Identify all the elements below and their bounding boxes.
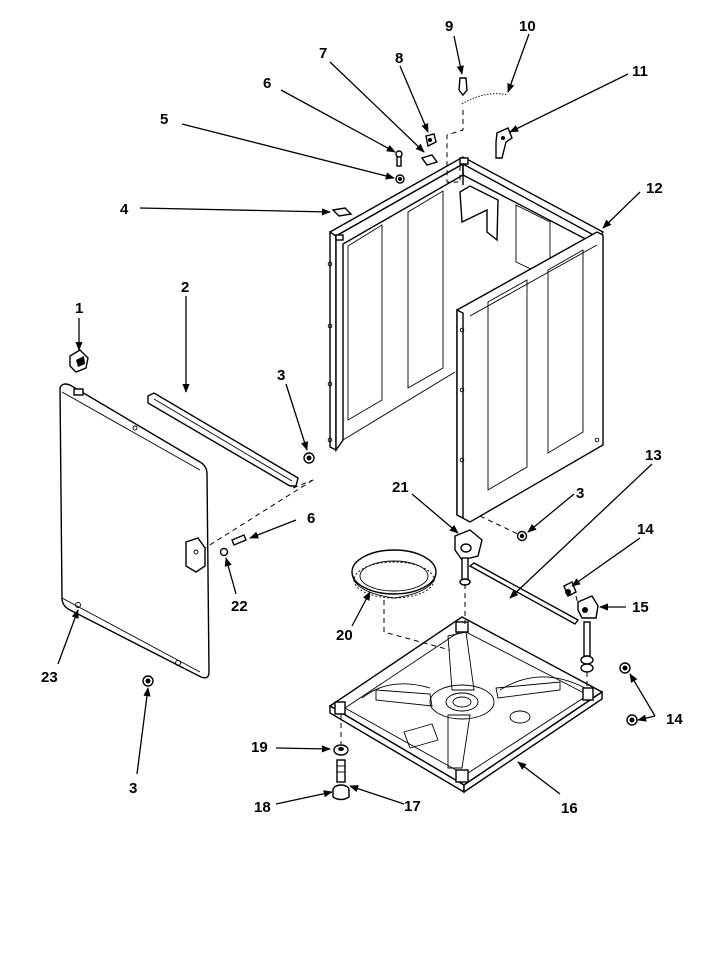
- callout-23: 23: [41, 669, 58, 686]
- callout-20: 20: [336, 627, 353, 644]
- cabinet-shell: [327, 156, 605, 523]
- rod-part-13: [468, 562, 580, 625]
- callout-labels: 1 2 3 4 5 6 7 8 9 10 11 12 13 21 3 6 14 …: [41, 18, 683, 817]
- callout-11: 11: [632, 63, 648, 80]
- callout-19: 19: [251, 739, 268, 756]
- callout-6-top: 6: [263, 75, 271, 92]
- callout-1: 1: [75, 300, 83, 317]
- hinge-clip-part-1: [69, 349, 89, 373]
- screw-part-8: [425, 133, 437, 148]
- washer-part-22: [219, 547, 229, 557]
- callout-3-right: 3: [576, 485, 584, 502]
- front-panel: [59, 383, 210, 679]
- callout-17: 17: [404, 798, 421, 815]
- screw-part-14-b: [619, 662, 631, 674]
- leader-lines: [57, 33, 656, 805]
- bracket-part-21: [454, 529, 483, 586]
- callout-15: 15: [632, 599, 649, 616]
- bracket-part-15: [577, 595, 599, 673]
- screw-part-9: [458, 77, 468, 97]
- callout-22: 22: [231, 598, 248, 615]
- callout-8: 8: [395, 50, 403, 67]
- callout-7: 7: [319, 45, 327, 62]
- callout-10: 10: [519, 18, 536, 35]
- assembly-lines: [204, 110, 588, 744]
- screw-part-6-top: [395, 150, 403, 167]
- callout-14-lower: 14: [666, 711, 683, 728]
- wire-part-10: [461, 93, 509, 105]
- callout-4: 4: [120, 201, 129, 218]
- callout-16: 16: [561, 800, 578, 817]
- callout-5: 5: [160, 111, 168, 128]
- callout-3-lower: 3: [129, 780, 137, 797]
- bracket-part-11: [495, 127, 513, 159]
- callout-12: 12: [646, 180, 663, 197]
- screw-part-6-side: [231, 534, 247, 546]
- clip-part-7: [420, 154, 439, 166]
- cabinet-base: [328, 616, 604, 794]
- callout-21: 21: [392, 479, 409, 496]
- callout-6-side: 6: [307, 510, 315, 527]
- rail-part-2: [147, 392, 299, 487]
- screw-part-3-a: [303, 452, 315, 464]
- screw-part-14-c: [626, 714, 638, 726]
- nut-part-19: [333, 744, 349, 756]
- clip-part-4: [331, 207, 353, 217]
- bolt-part-17: [336, 759, 346, 783]
- ring-part-20: [351, 549, 437, 599]
- callout-2: 2: [181, 279, 189, 296]
- callout-14-upper: 14: [637, 521, 654, 538]
- foot-part-18: [332, 784, 350, 801]
- nut-part-5: [395, 174, 405, 184]
- callout-3-upper: 3: [277, 367, 285, 384]
- callout-9: 9: [445, 18, 453, 35]
- callout-18: 18: [254, 799, 271, 816]
- screw-part-3-c: [142, 675, 154, 687]
- callout-13: 13: [645, 447, 662, 464]
